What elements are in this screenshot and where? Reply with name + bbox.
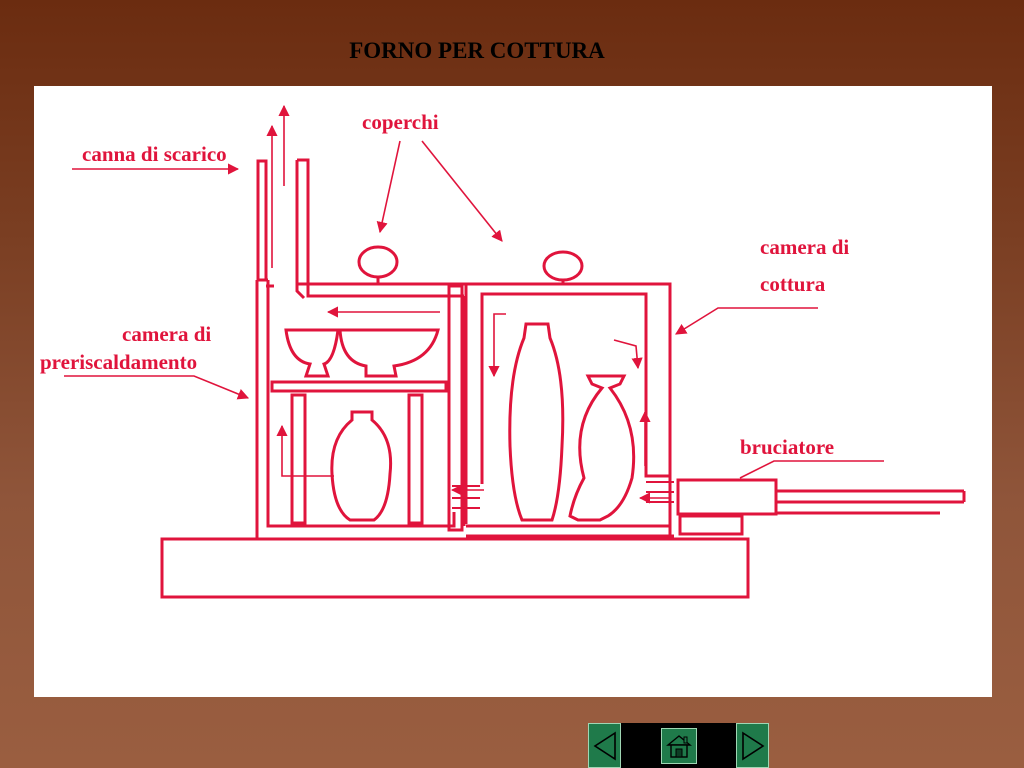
- arrow-coperchi-2: [421, 140, 503, 242]
- arrow-coperchi-1: [376, 140, 401, 234]
- firing-chamber-top: [466, 282, 672, 484]
- next-button[interactable]: [736, 723, 769, 768]
- kiln-diagram: canna di scarico coperchi camera di cott…: [40, 104, 966, 599]
- pillar-left: [290, 393, 307, 525]
- burner: [676, 478, 778, 516]
- next-arrow-icon: [741, 731, 764, 760]
- vessel-preheat-jar: [330, 410, 393, 522]
- arrow-camera-cottura: [675, 307, 818, 335]
- label-camera-di-cottura-1: camera di: [760, 235, 849, 259]
- lid-handle-left: [357, 245, 399, 279]
- previous-button[interactable]: [588, 723, 621, 768]
- arrow-bruciatore: [739, 460, 884, 479]
- vessel-preheat-cup-2: [338, 328, 440, 378]
- previous-arrow-icon: [593, 731, 616, 760]
- vessel-tall-jar: [508, 322, 565, 522]
- divider-wall: [447, 284, 464, 532]
- label-camera-di-preriscaldamento-1: camera di: [122, 322, 211, 346]
- vessel-preheat-cup-1: [284, 328, 340, 378]
- home-icon: [665, 734, 692, 758]
- preheat-shelf: [270, 380, 448, 393]
- slide-title: FORNO PER COTTURA: [349, 38, 605, 63]
- lid-handle-right: [542, 250, 584, 282]
- arrow-preriscaldamento: [64, 375, 250, 400]
- slide-navigation: [588, 723, 769, 768]
- burner-support: [678, 514, 744, 536]
- chimney-flue: [256, 159, 268, 280]
- label-canna-di-scarico: canna di scarico: [82, 142, 227, 166]
- label-camera-di-preriscaldamento-2: preriscaldamento: [40, 350, 197, 374]
- label-coperchi: coperchi: [362, 110, 439, 134]
- home-button[interactable]: [660, 727, 697, 764]
- vessel-amphora: [568, 374, 636, 522]
- label-bruciatore: bruciatore: [740, 435, 834, 459]
- pillar-right: [407, 393, 424, 525]
- kiln-base: [160, 537, 750, 599]
- diagram-panel: canna di scarico coperchi camera di cott…: [34, 86, 992, 697]
- label-camera-di-cottura-2: cottura: [760, 272, 826, 296]
